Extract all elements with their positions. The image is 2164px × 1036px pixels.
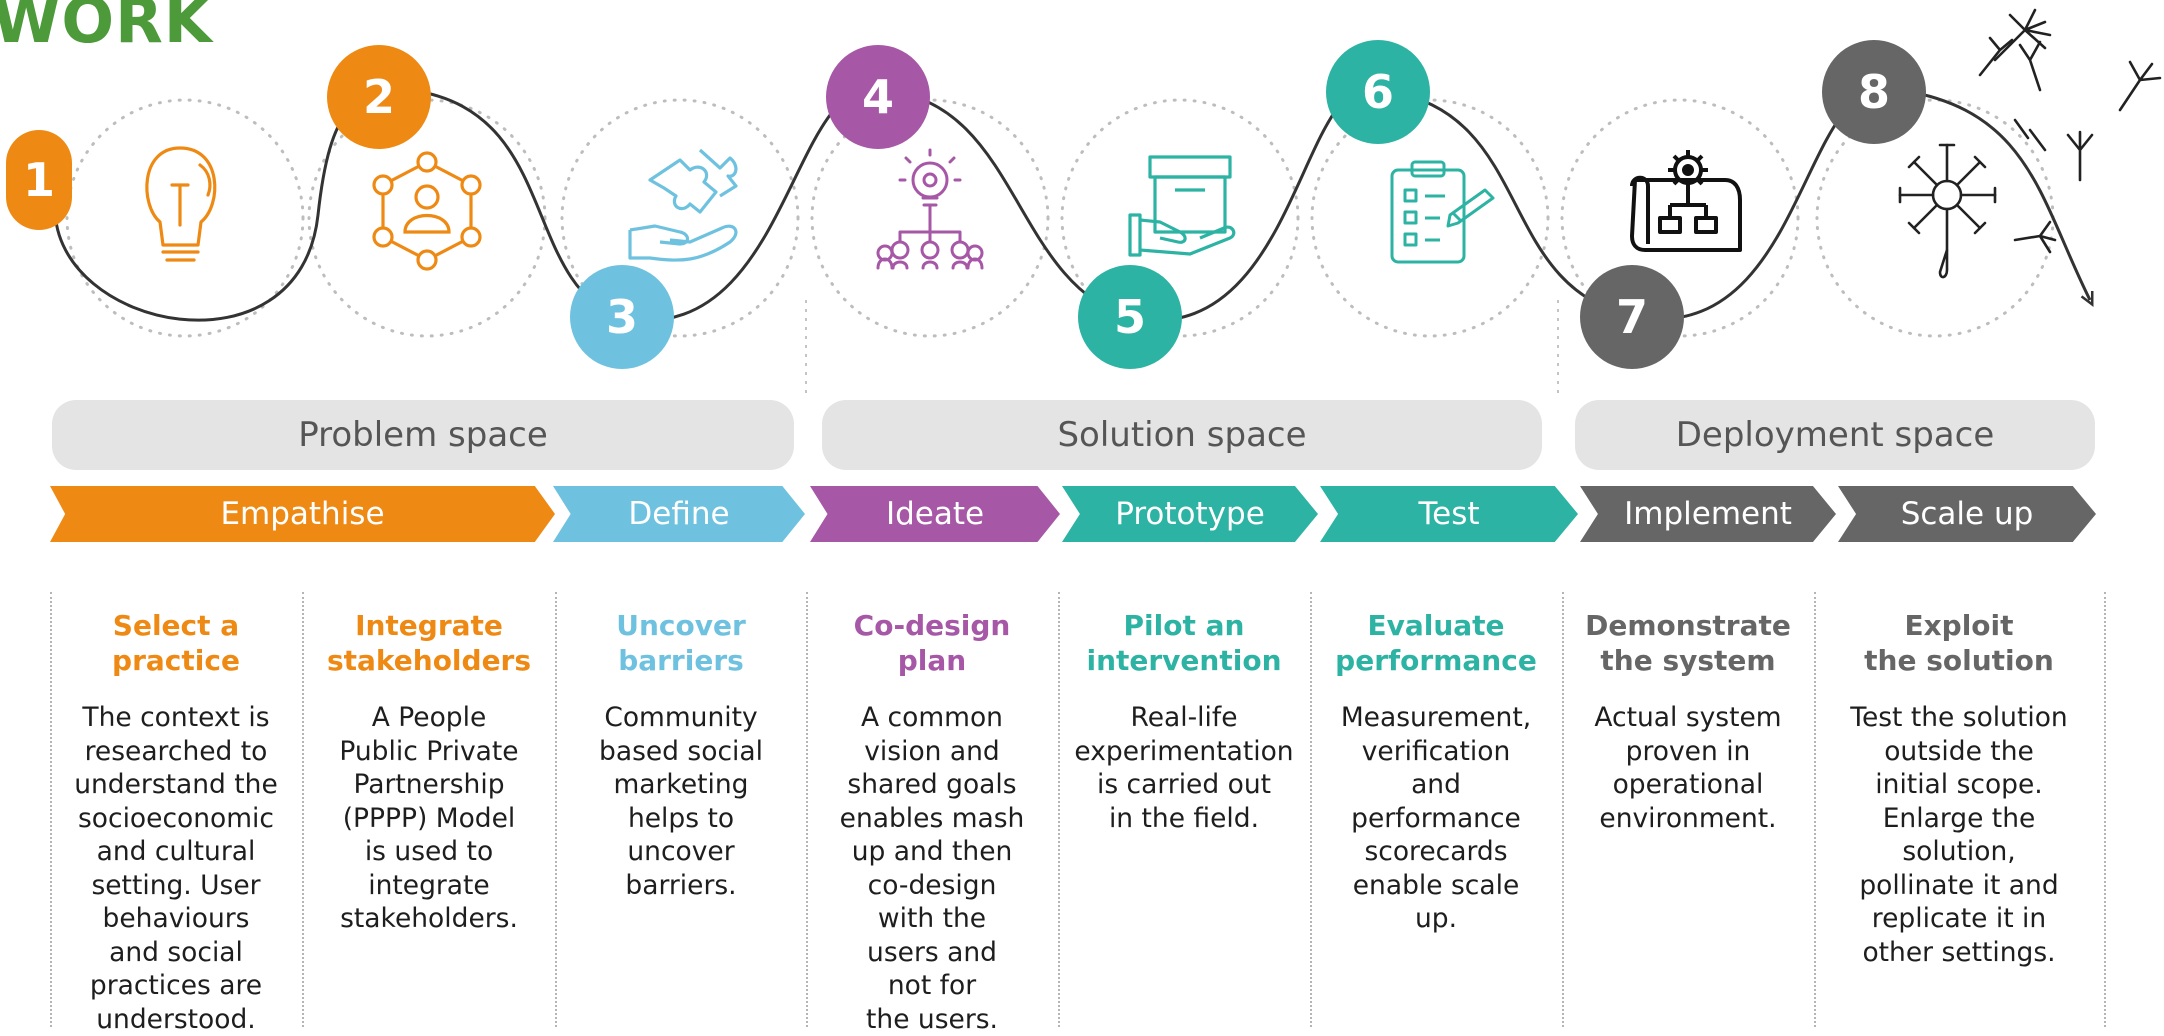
column-divider bbox=[806, 592, 808, 1027]
column-heading: Demonstrate bbox=[1585, 609, 1791, 642]
hand-puzzle-icon bbox=[628, 148, 738, 262]
column-text: A common vision and shared goals enables… bbox=[839, 702, 1025, 1035]
column-divider bbox=[1058, 592, 1060, 1027]
idea-team-icon bbox=[876, 148, 984, 270]
step-badge-3: 3 bbox=[570, 265, 674, 369]
phase-prototype: Prototype bbox=[1062, 486, 1318, 542]
column-text: Real-life experimentation is carried out… bbox=[1074, 702, 1294, 834]
column-divider bbox=[1814, 592, 1816, 1027]
phase-ideate: Ideate bbox=[810, 486, 1060, 542]
column-heading: the solution bbox=[1864, 644, 2054, 677]
column-divider bbox=[302, 592, 304, 1027]
column-text: Test the solution outside the initial sc… bbox=[1850, 702, 2068, 968]
column-divider bbox=[2104, 592, 2106, 1027]
column-heading: Uncover bbox=[616, 609, 746, 642]
blueprint-gear-icon bbox=[1630, 150, 1742, 252]
solution-space-label: Solution space bbox=[822, 400, 1542, 470]
phase-implement: Implement bbox=[1580, 486, 1836, 542]
column-heading: Pilot an bbox=[1123, 609, 1245, 642]
column-text: Community based social marketing helps t… bbox=[599, 702, 763, 901]
step-badge-5: 5 bbox=[1078, 265, 1182, 369]
column-divider bbox=[1310, 592, 1312, 1027]
step-badge-4: 4 bbox=[826, 45, 930, 149]
column-heading: barriers bbox=[618, 644, 744, 677]
column-text: The context is researched to understand … bbox=[74, 702, 278, 1035]
column-heading: Co-design bbox=[853, 609, 1011, 642]
phase-test: Test bbox=[1320, 486, 1578, 542]
dandelion-icon bbox=[1898, 8, 2162, 279]
column-text: Actual system proven in operational envi… bbox=[1594, 702, 1782, 834]
step-badge-6: 6 bbox=[1326, 40, 1430, 144]
step-badge-2: 2 bbox=[327, 45, 431, 149]
column-heading: performance bbox=[1335, 644, 1537, 677]
column-text: Measurement, verification and performanc… bbox=[1340, 702, 1532, 934]
dotted-circles bbox=[65, 98, 2055, 338]
step-badge-1: 1 bbox=[6, 130, 72, 230]
page-title: WORK bbox=[0, 0, 213, 57]
column-heading: intervention bbox=[1086, 644, 1282, 677]
column-text: A People Public Private Partnership (PPP… bbox=[339, 702, 519, 934]
column-heading: Select a bbox=[112, 609, 240, 642]
step-badge-8: 8 bbox=[1822, 40, 1926, 144]
phase-scale-up: Scale up bbox=[1838, 486, 2096, 542]
column-heading: Exploit bbox=[1904, 609, 2014, 642]
phase-empathise: Empathise bbox=[50, 486, 555, 542]
checklist-pen-icon bbox=[1390, 160, 1495, 264]
column-divider bbox=[1562, 592, 1564, 1027]
step-badge-7: 7 bbox=[1580, 265, 1684, 369]
deployment-space-label: Deployment space bbox=[1575, 400, 2095, 470]
column-heading: practice bbox=[112, 644, 240, 677]
column-divider bbox=[555, 592, 557, 1027]
lightbulb-icon bbox=[145, 146, 217, 262]
phase-define: Define bbox=[553, 486, 805, 542]
column-heading: plan bbox=[897, 644, 967, 677]
problem-space-label: Problem space bbox=[52, 400, 794, 470]
column-divider bbox=[50, 592, 52, 1027]
column-heading: the system bbox=[1600, 644, 1776, 677]
column-heading: Integrate bbox=[355, 609, 503, 642]
stakeholder-network-icon bbox=[372, 151, 482, 271]
column-heading: Evaluate bbox=[1367, 609, 1505, 642]
hand-box-icon bbox=[1128, 155, 1236, 257]
column-heading: stakeholders bbox=[326, 644, 532, 677]
